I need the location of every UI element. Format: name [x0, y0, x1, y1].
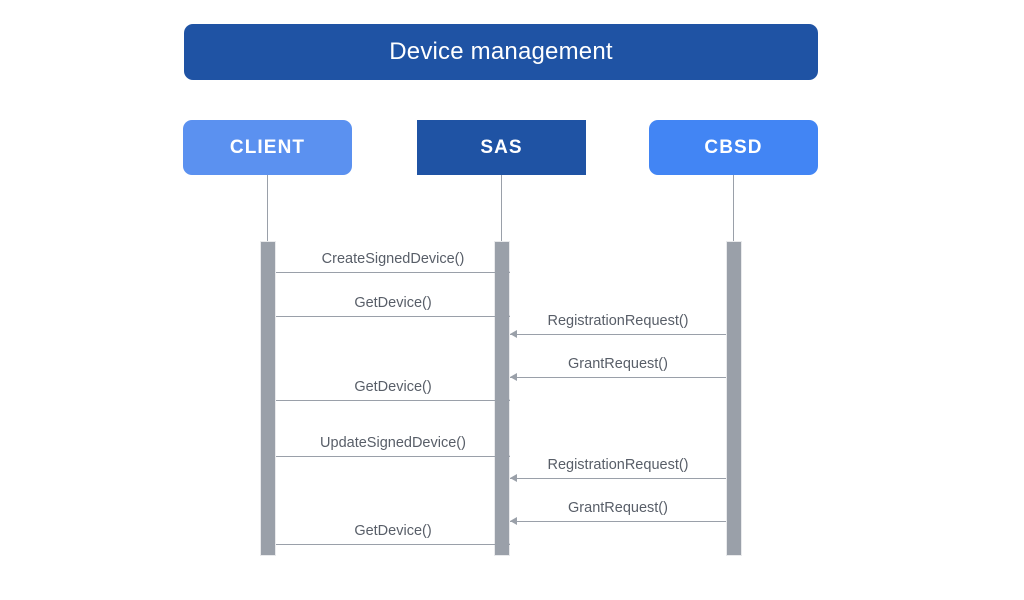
message-label: GrantRequest()	[568, 355, 668, 372]
message-label: GetDevice()	[354, 378, 432, 395]
arrowhead-icon	[503, 268, 510, 276]
message-line	[276, 456, 510, 457]
arrowhead-icon	[510, 517, 517, 525]
activation-bar-cbsd	[726, 241, 742, 556]
activation-bar-client	[260, 241, 276, 556]
arrowhead-icon	[503, 312, 510, 320]
arrowhead-icon	[503, 540, 510, 548]
message-label: RegistrationRequest()	[547, 312, 689, 329]
arrowhead-icon	[503, 396, 510, 404]
message-label: UpdateSignedDevice()	[320, 434, 466, 451]
message-line	[276, 544, 510, 545]
arrowhead-icon	[503, 452, 510, 460]
message-line	[510, 521, 726, 522]
participant-client[interactable]: CLIENT	[183, 120, 352, 175]
message-line	[510, 334, 726, 335]
participant-cbsd[interactable]: CBSD	[649, 120, 818, 175]
participant-label-sas: SAS	[480, 137, 523, 158]
message-label: RegistrationRequest()	[547, 456, 689, 473]
message-label: GetDevice()	[354, 522, 432, 539]
message-line	[510, 478, 726, 479]
message-line	[510, 377, 726, 378]
page-title: Device management	[389, 38, 613, 65]
message-line	[276, 272, 510, 273]
participant-label-client: CLIENT	[229, 137, 306, 158]
message-line	[276, 400, 510, 401]
arrowhead-icon	[510, 330, 517, 338]
participant-label-cbsd: CBSD	[704, 137, 763, 158]
message-label: CreateSignedDevice()	[321, 250, 465, 267]
arrowhead-icon	[510, 373, 517, 381]
participant-sas[interactable]: SAS	[417, 120, 586, 175]
diagram-title-banner: Device management	[184, 24, 818, 80]
message-label: GetDevice()	[354, 294, 432, 311]
message-line	[276, 316, 510, 317]
arrowhead-icon	[510, 474, 517, 482]
message-label: GrantRequest()	[568, 499, 668, 516]
